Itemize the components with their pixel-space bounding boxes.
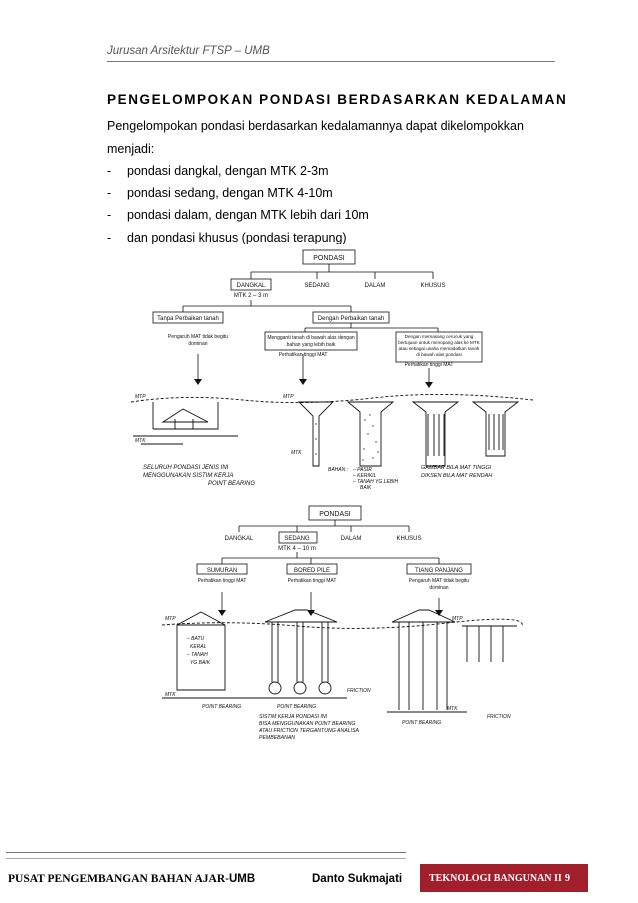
handwritten-note: SISTIM KERJA PONDASI INI — [259, 714, 328, 720]
friction-label: FRICTION — [347, 688, 371, 694]
material-item: YG BAIK — [190, 660, 211, 666]
material-item: – BATU — [186, 636, 205, 642]
handwritten-note: PEMBEBANAN — [259, 735, 295, 741]
handwritten-note: DIKSEN BILA MAT RENDAH — [421, 473, 492, 479]
depth-list: -pondasi dangkal, dengan MTK 2-3m -ponda… — [107, 160, 369, 249]
list-item: -pondasi dalam, dengan MTK lebih dari 10… — [107, 208, 369, 223]
material-item: – PASIR — [352, 467, 372, 473]
note-text: dominan — [188, 341, 207, 347]
material-item: – TANAH YG LEBIH — [352, 479, 398, 485]
note-text: Mengganti tanah di bawah alas dengan — [267, 335, 355, 341]
list-item: -dan pondasi khusus (pondasi terapung) — [107, 230, 347, 245]
footer-author: Danto Sukmajati — [312, 873, 403, 885]
list-item: -pondasi sedang, dengan MTK 4-10m — [107, 186, 333, 201]
note-text: atau sebagai usaha memadatkan tanah — [399, 346, 480, 351]
header-title: Jurusan Arsitektur FTSP – UMB — [107, 45, 270, 57]
material-label: BAHAN : — [328, 467, 349, 473]
section-heading: PENGELOMPOKAN PONDASI BERDASARKAN KEDALA… — [107, 92, 568, 107]
handwritten-note: MENGGUNAKAN SISTIM KERJA — [143, 473, 233, 479]
category-khusus: KHUSUS — [420, 283, 445, 289]
note-text: Perhatikan tinggi MAT — [198, 578, 247, 584]
footer-divider — [6, 858, 406, 859]
medium-foundation-diagram: PONDASI DANGKAL SEDANG DALAM KHUSUS MTK … — [147, 500, 527, 752]
mtp-label: MTP — [135, 394, 146, 400]
root-node: PONDASI — [313, 255, 345, 262]
list-item: -pondasi dangkal, dengan MTK 2-3m — [107, 164, 329, 178]
header-divider — [107, 61, 555, 62]
handwritten-note: SELURUH PONDASI JENIS INI — [143, 465, 229, 471]
mtk-range: MTK 4 – 10 m — [278, 546, 316, 552]
category-dalam: DALAM — [365, 283, 386, 289]
branch-no-improvement: Tanpa Perbaikan tanah — [157, 316, 219, 322]
footer-course: TEKNOLOGI BANGUNAN II — [429, 872, 562, 884]
mtk-label: MTK — [447, 706, 458, 712]
handwritten-note: ATAU FRICTION TERGANTUNG ANALISA — [258, 728, 359, 734]
mtk-label: MTK — [165, 692, 176, 698]
note-text: Perhatikan tinggi MAT — [405, 362, 454, 368]
point-bearing-label: POINT BEARING — [402, 720, 441, 726]
point-bearing-label: POINT BEARING — [277, 704, 316, 710]
note-text: Perhatikan tinggi MAT — [288, 578, 337, 584]
point-bearing-label: POINT BEARING — [202, 704, 241, 710]
footer-course-badge: TEKNOLOGI BANGUNAN II 9 — [420, 864, 588, 892]
note-text: Perhatikan tinggi MAT — [279, 352, 328, 358]
handwritten-note: POINT BEARING — [208, 481, 255, 487]
note-text: Dengan memasang cerucuk yang — [405, 334, 474, 339]
mtk-label: MTK — [135, 438, 146, 444]
mtp-label: MTP — [452, 616, 463, 622]
note-text: Pengaruh MAT tidak begitu — [168, 334, 228, 340]
material-item: – TANAH — [186, 652, 208, 658]
category-dangkal: DANGKAL — [225, 536, 254, 542]
footer-divider — [6, 852, 406, 853]
category-sedang: SEDANG — [304, 283, 330, 289]
category-dalam: DALAM — [341, 536, 362, 542]
page-number: 9 — [565, 872, 570, 884]
category-sedang: SEDANG — [284, 536, 310, 542]
friction-label: FRICTION — [487, 714, 511, 720]
mtp-label: MTP — [283, 394, 294, 400]
note-text: Pengaruh MAT tidak begitu — [409, 578, 469, 584]
note-text: bahan yang lebih baik — [287, 342, 336, 348]
footer-publisher: PUSAT PENGEMBANGAN BAHAN AJAR-UMB — [8, 873, 256, 885]
handwritten-note: BISA MENGGUNAKAN POINT BEARING — [259, 721, 355, 727]
mtk-label: MTK — [291, 450, 302, 456]
root-node: PONDASI — [319, 511, 351, 518]
shallow-foundation-diagram: PONDASI DANGKAL SEDANG DALAM KHUSUS MTK … — [123, 244, 543, 496]
mtk-range: MTK 2 – 3 m — [234, 293, 268, 299]
note-text: dominan — [429, 585, 448, 591]
type-tiang-panjang: TIANG PANJANG — [415, 568, 463, 574]
intro-paragraph: Pengelompokan pondasi berdasarkan kedala… — [107, 119, 524, 156]
mtp-label: MTP — [165, 616, 176, 622]
material-item: BAIK — [360, 485, 372, 491]
type-bored-pile: BORED PILE — [294, 568, 330, 574]
handwritten-note: GAMBAR BILA MAT TINGGI — [421, 465, 492, 471]
type-sumuran: SUMURAN — [207, 568, 237, 574]
note-text: di bawah alas pondasi — [416, 352, 461, 357]
branch-soil-improvement: Dengan Perbaikan tanah — [318, 316, 384, 322]
material-item: KERAL — [190, 644, 207, 650]
category-khusus: KHUSUS — [396, 536, 421, 542]
material-item: – KERIKIL — [352, 473, 377, 479]
category-dangkal: DANGKAL — [237, 283, 266, 289]
note-text: bertujuan untuk menopang alas ke MTK — [398, 340, 480, 345]
